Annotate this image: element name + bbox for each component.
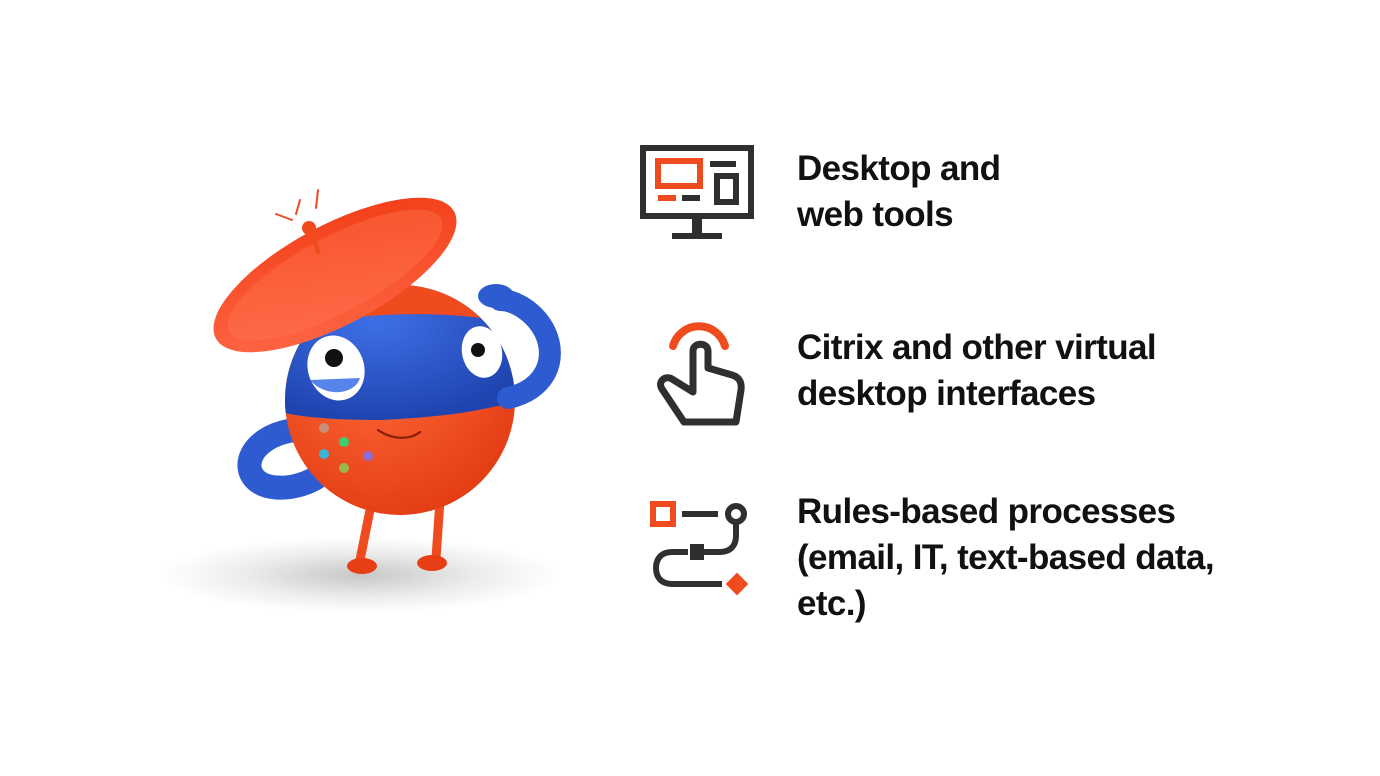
feature-label: Citrix and other virtual desktop interfa… bbox=[797, 328, 1157, 413]
process-flow-icon bbox=[640, 492, 764, 616]
feature-label: Rules-based processes (email, IT, text-b… bbox=[797, 492, 1215, 623]
robot-mascot-illustration bbox=[160, 180, 580, 620]
feature-item-citrix-virtual: Citrix and other virtual desktop interfa… bbox=[640, 312, 1340, 452]
feature-label: Desktop and web tools bbox=[797, 149, 1001, 234]
touch-pointer-icon bbox=[640, 312, 764, 436]
desktop-monitor-icon bbox=[640, 145, 764, 269]
feature-item-desktop-web: Desktop and web tools bbox=[640, 145, 1340, 285]
feature-item-rules-based: Rules-based processes (email, IT, text-b… bbox=[640, 492, 1340, 632]
